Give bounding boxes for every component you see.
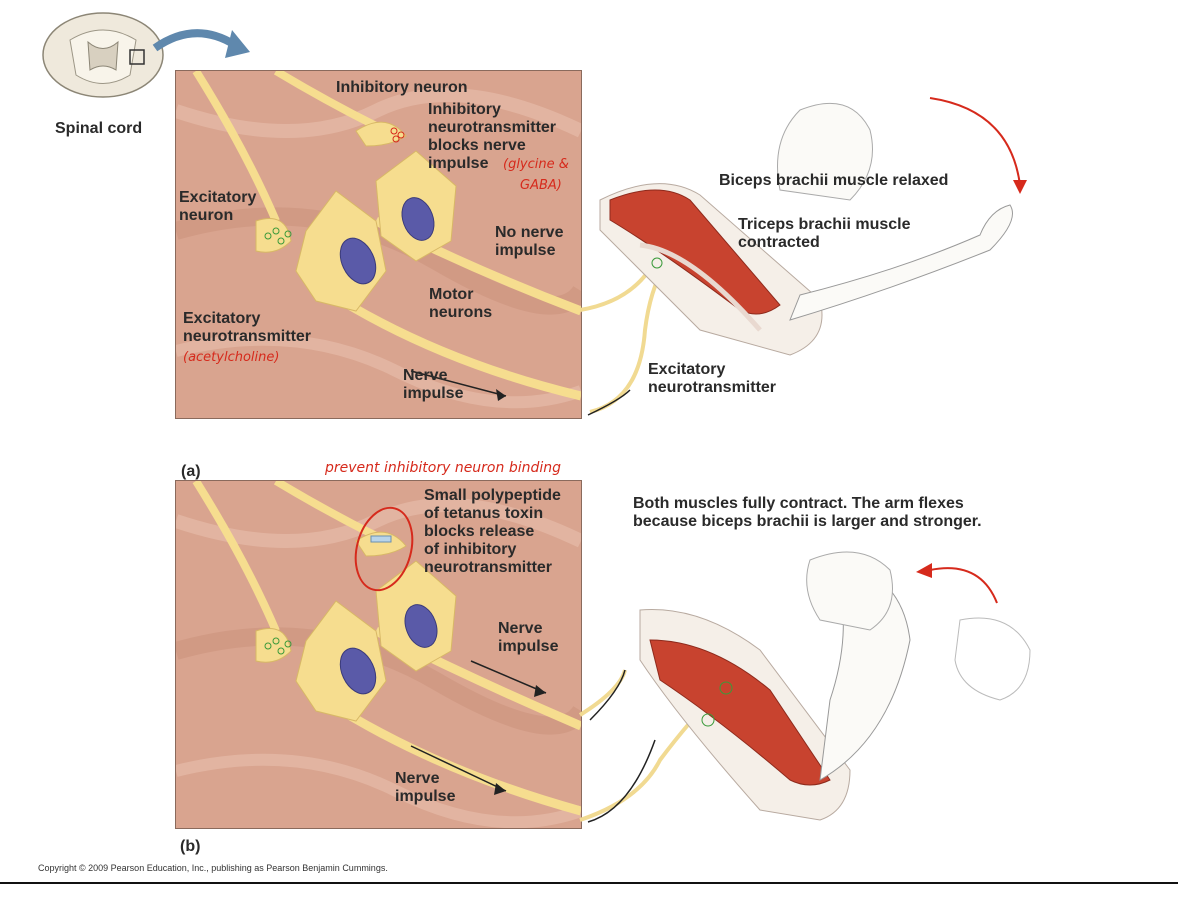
inhibitory-neuron-label: Inhibitory neuron [336, 79, 468, 96]
prevent-binding-annotation: prevent inhibitory neuron binding [325, 460, 562, 476]
panel-a-tissue [175, 70, 582, 419]
nerve-impulse-label-b2: Nerve impulse [395, 770, 456, 805]
panel-b-tag: (b) [180, 838, 201, 855]
gaba-annotation: GABA) [520, 178, 562, 193]
acetylcholine-annotation: (acetylcholine) [183, 350, 280, 365]
triceps-contracted-label: Triceps brachii muscle contracted [738, 216, 911, 251]
arm-excitatory-neurotransmitter-label: Excitatory neurotransmitter [648, 361, 777, 396]
panel-b-tissue [175, 480, 582, 829]
inhibitory-neurotransmitter-label: Inhibitory neurotransmitter blocks nerve… [428, 101, 557, 172]
biceps-relaxed-label: Biceps brachii muscle relaxed [719, 172, 949, 189]
glycine-annotation: (glycine & [503, 157, 569, 172]
no-nerve-impulse-label: No nerve impulse [495, 224, 564, 259]
nerve-impulse-label-b1: Nerve impulse [498, 620, 559, 655]
excitatory-neuron-label: Excitatory neuron [179, 189, 257, 224]
spinal-cord-label: Spinal cord [55, 120, 143, 137]
both-muscles-caption: Both muscles fully contract. The arm fle… [633, 495, 982, 530]
excitatory-neurotransmitter-label: Excitatory neurotransmitter [183, 310, 312, 345]
bottom-divider [0, 882, 1178, 884]
panel-a-tag: (a) [181, 463, 201, 480]
tetanus-toxin-label: Small polypeptide of tetanus toxin block… [424, 487, 561, 576]
copyright-notice: Copyright © 2009 Pearson Education, Inc.… [38, 863, 388, 873]
motor-neurons-label: Motor neurons [429, 286, 493, 321]
nerve-impulse-label-a: Nerve impulse [403, 367, 464, 402]
